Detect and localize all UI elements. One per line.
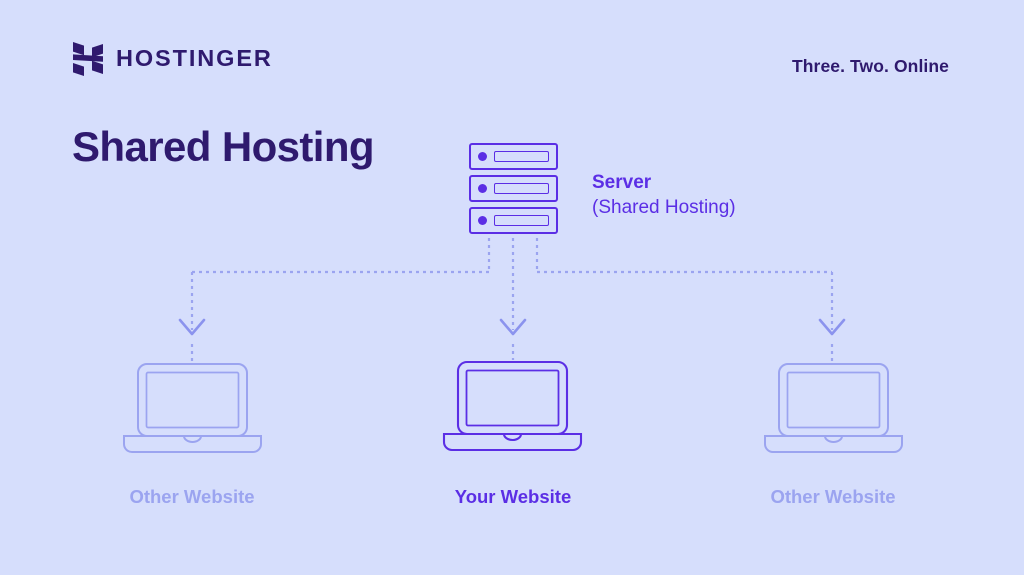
hostinger-h-icon bbox=[73, 42, 103, 76]
server-slot bbox=[494, 151, 549, 162]
server-led-icon bbox=[478, 184, 487, 193]
laptop-icon bbox=[442, 360, 583, 452]
server-label-secondary: (Shared Hosting) bbox=[592, 197, 736, 219]
server-led-icon bbox=[478, 216, 487, 225]
server-label: Server (Shared Hosting) bbox=[592, 170, 736, 220]
laptop-other-website-right bbox=[761, 362, 906, 454]
brand-wordmark: HOSTINGER bbox=[116, 45, 273, 72]
laptop-other-website-left bbox=[120, 362, 265, 454]
brand-tagline: Three. Two. Online bbox=[791, 56, 949, 76]
server-slot bbox=[494, 215, 549, 226]
arrowhead-icon bbox=[818, 318, 846, 336]
server-label-primary: Server bbox=[592, 172, 652, 193]
server-unit bbox=[469, 143, 558, 170]
server-unit bbox=[469, 207, 558, 234]
page-title: Shared Hosting bbox=[72, 123, 375, 170]
laptop-icon bbox=[123, 363, 262, 453]
arrowhead-icon bbox=[178, 318, 206, 336]
node-caption-center: Your Website bbox=[454, 486, 572, 507]
server-unit bbox=[469, 175, 558, 202]
server-slot bbox=[494, 183, 549, 194]
laptop-your-website bbox=[440, 360, 585, 452]
node-caption-right: Other Website bbox=[770, 486, 896, 507]
node-caption-left: Other Website bbox=[129, 486, 255, 507]
brand-logo: HOSTINGER bbox=[73, 42, 273, 76]
server-icon bbox=[469, 143, 558, 234]
arrowhead-icon bbox=[499, 318, 527, 336]
server-led-icon bbox=[478, 152, 487, 161]
laptop-icon bbox=[764, 363, 903, 453]
